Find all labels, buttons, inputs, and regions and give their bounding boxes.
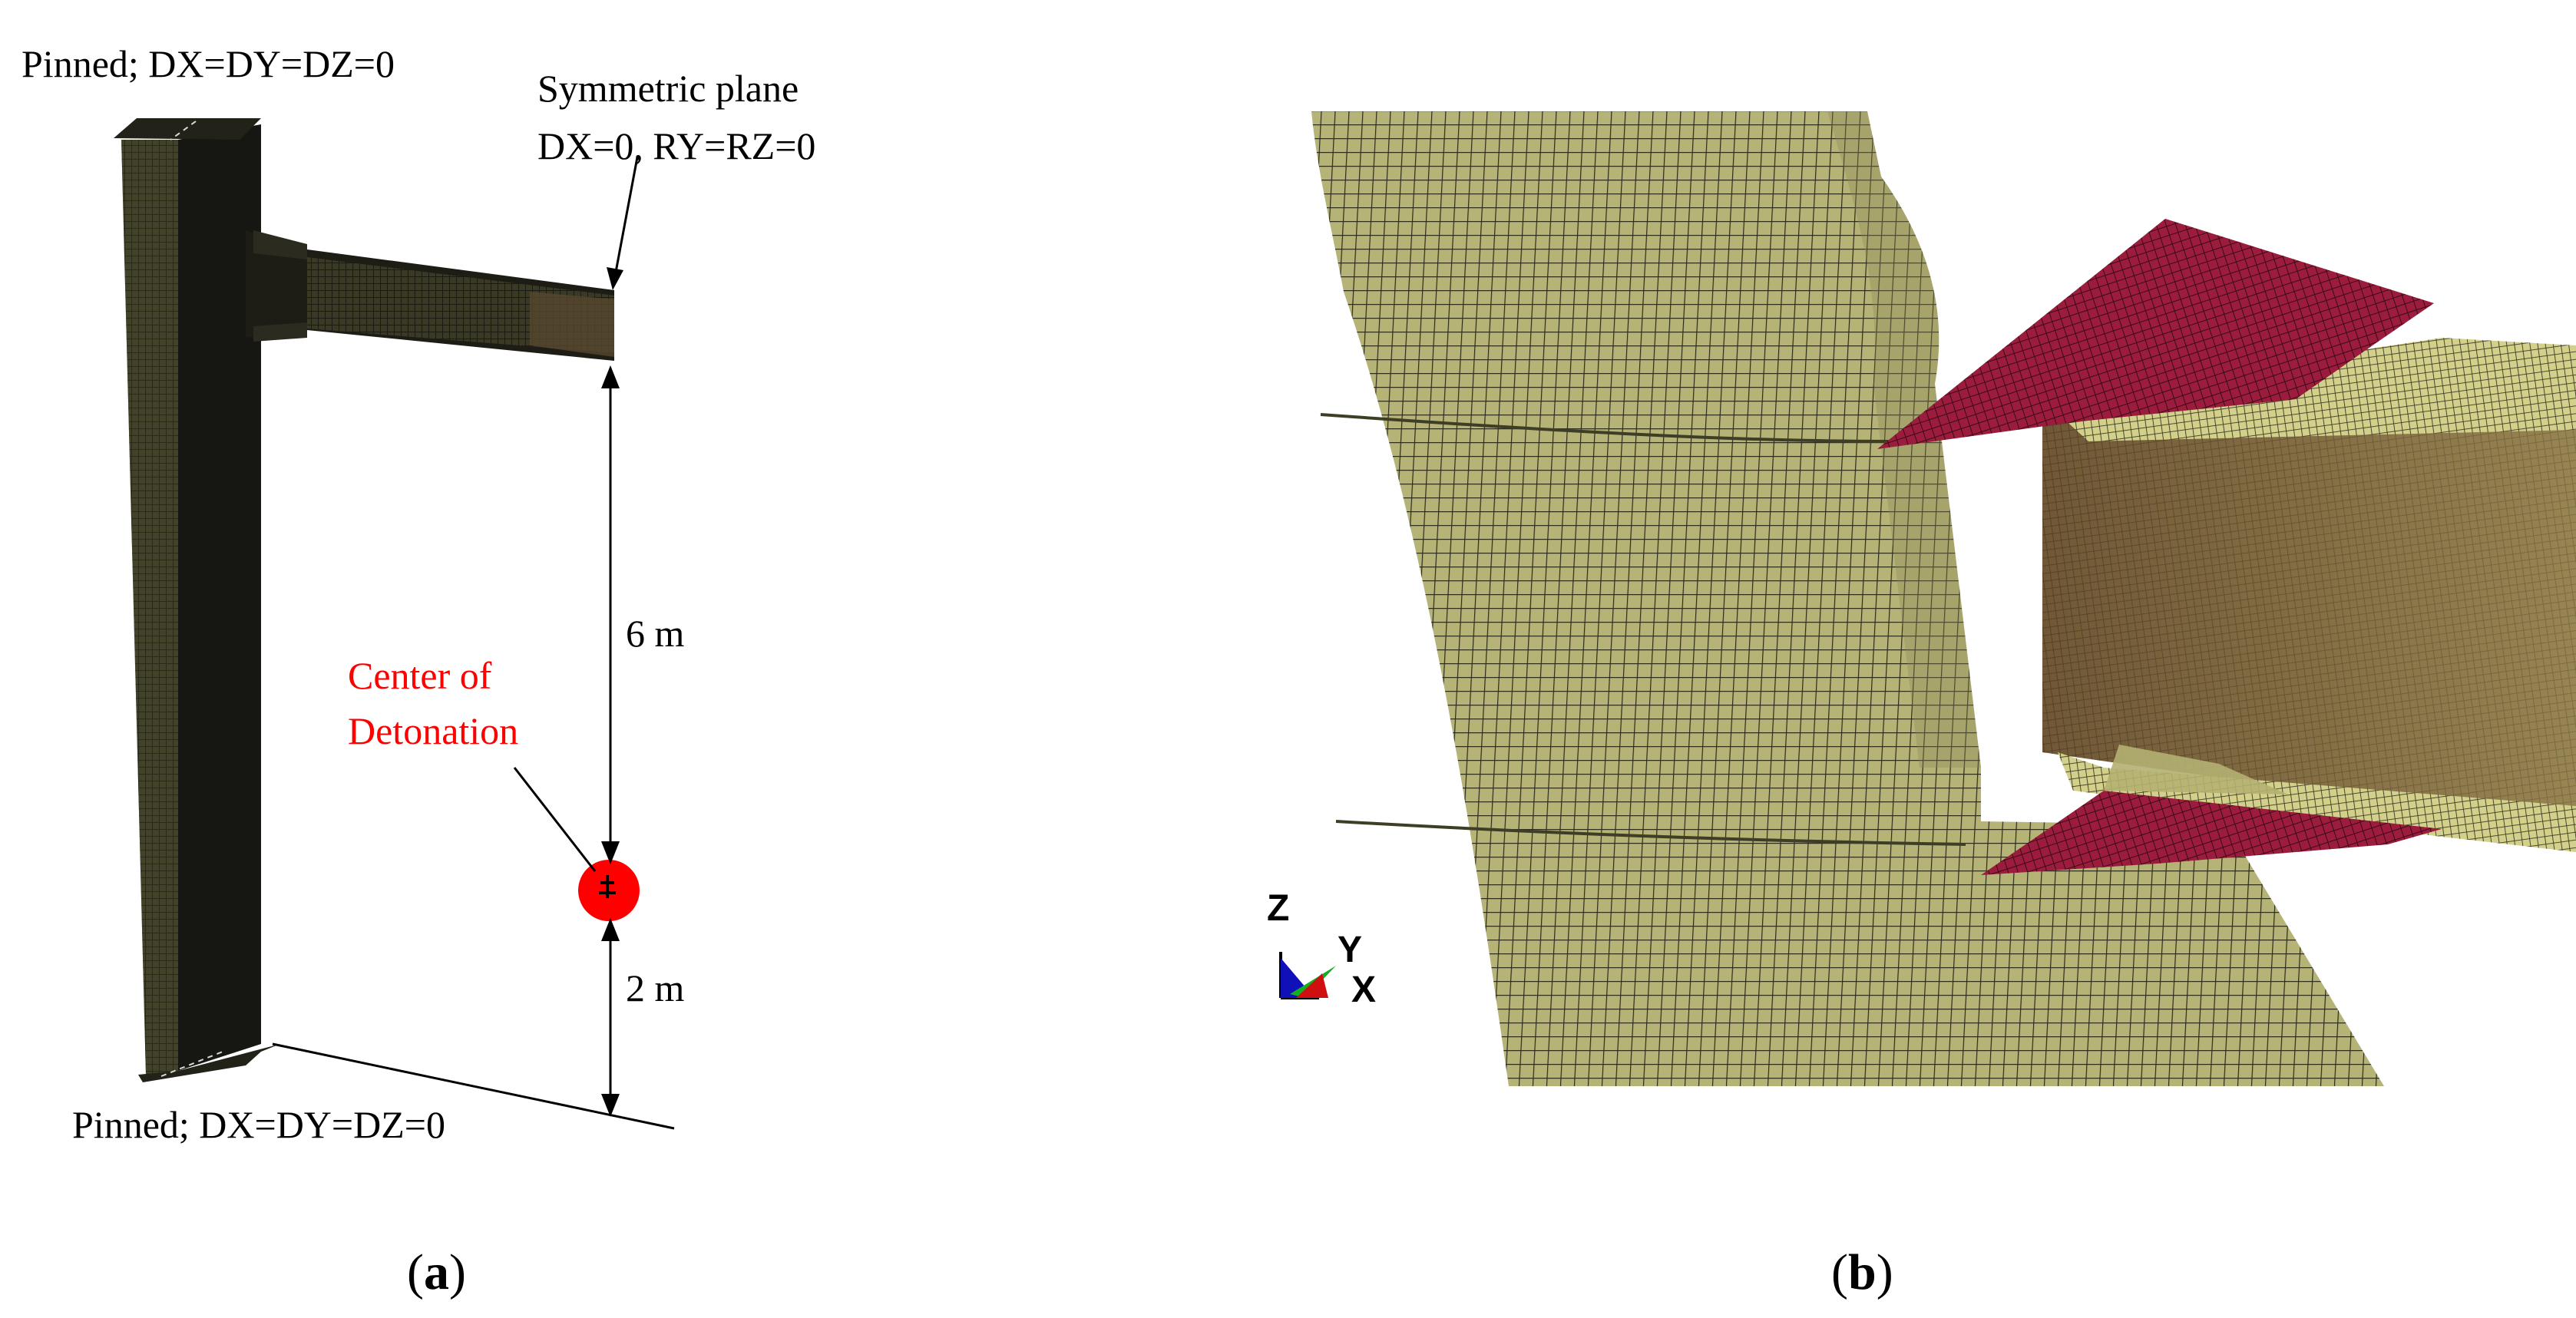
dim-lower-label: 2 m — [626, 966, 685, 1009]
detonation-label-2: Detonation — [348, 709, 519, 752]
caption-b: (b) — [1831, 1244, 1893, 1300]
panel-a-model — [114, 118, 675, 1130]
caption-a-letter: a — [423, 1244, 449, 1300]
top-stiffener — [1877, 219, 2434, 449]
detonation-leader — [513, 767, 597, 872]
sym-plane-label-2: DX=0, RY=RZ=0 — [537, 124, 816, 167]
axis-red-icon — [1296, 973, 1328, 998]
caption-b-letter: b — [1847, 1244, 1877, 1300]
column-back-flange — [178, 124, 261, 1071]
column-bottom-cap — [138, 1044, 280, 1082]
detonation-label-1: Center of — [348, 654, 492, 697]
ground-line — [272, 1042, 675, 1130]
top-support-label: Pinned; DX=DY=DZ=0 — [21, 42, 395, 85]
axis-triad — [1279, 952, 1336, 999]
dim-upper-label: 6 m — [626, 612, 685, 655]
caption-a: (a) — [407, 1244, 466, 1300]
sym-plane-arrow — [613, 157, 639, 281]
axis-green-icon — [1290, 966, 1336, 998]
axis-y-label: Y — [1338, 930, 1363, 970]
sym-plane-label-1: Symmetric plane — [537, 67, 799, 110]
panel-b-model — [1311, 111, 2576, 1086]
bottom-stiffener — [1981, 791, 2442, 875]
column-front-flange — [121, 140, 178, 1075]
bottom-support-label: Pinned; DX=DY=DZ=0 — [72, 1103, 445, 1146]
axis-z-label: Z — [1267, 888, 1290, 929]
column-top-cap — [114, 118, 261, 140]
axis-x-label: X — [1351, 970, 1377, 1010]
